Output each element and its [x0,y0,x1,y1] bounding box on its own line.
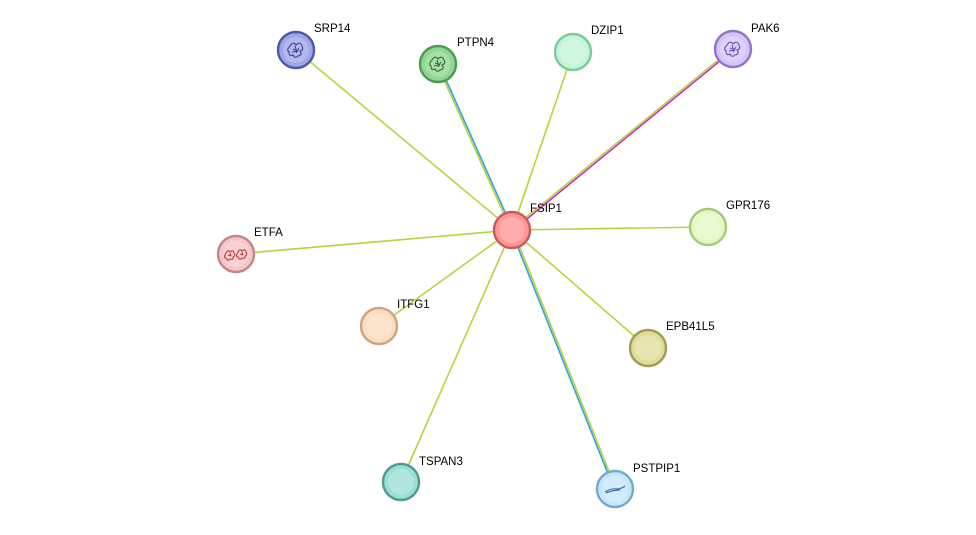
edge-fsip1-srp14[interactable] [295,49,513,231]
edge-fsip1-pak6[interactable] [510,47,735,232]
edge-evidence-line [235,229,513,255]
node-circle[interactable] [492,210,532,250]
edge-fsip1-epb41l5[interactable] [511,229,649,349]
node-fsip1[interactable]: FSIP1 [492,203,562,250]
node-circle[interactable] [628,328,668,368]
edge-evidence-line [512,49,735,232]
node-highlight [499,217,525,243]
node-highlight [560,39,586,65]
node-epb41l5[interactable]: EPB41L5 [628,321,715,368]
edge-evidence-line [511,226,709,231]
node-label: GPR176 [726,200,770,212]
node-label: ETFA [254,227,283,239]
node-pstpip1[interactable]: PSTPIP1 [595,463,680,509]
edge-evidence-line [438,63,514,230]
node-tspan3[interactable]: TSPAN3 [381,456,463,502]
edge-evidence-line [378,229,513,327]
node-label: PAK6 [751,23,780,35]
node-label: PTPN4 [457,37,495,49]
node-circle[interactable] [216,234,256,274]
edge-evidence-line [400,229,513,483]
node-etfa[interactable]: ETFA [216,227,283,274]
node-highlight [366,313,392,339]
helix-icon [604,485,626,494]
edge-fsip1-ptpn4[interactable] [436,63,514,231]
edge-evidence-line [510,230,615,490]
node-circle[interactable] [688,207,728,247]
node-label: DZIP1 [591,25,624,37]
node-highlight [223,241,249,267]
edges-layer [235,47,735,490]
edge-evidence-line [510,47,733,230]
edge-fsip1-etfa[interactable] [235,229,513,255]
node-label: TSPAN3 [419,456,463,468]
edge-evidence-line [512,229,617,489]
edge-evidence-line [511,51,574,231]
node-pak6[interactable]: PAK6 [713,23,780,69]
node-label: EPB41L5 [666,321,715,333]
edge-fsip1-gpr176[interactable] [511,226,709,231]
node-circle[interactable] [381,462,421,502]
protein-structure-icon [223,249,248,261]
node-gpr176[interactable]: GPR176 [688,200,770,247]
protein-structure-icon [724,41,741,57]
edge-evidence-line [295,49,513,231]
edge-evidence-line [436,64,512,231]
protein-structure-icon [429,56,446,72]
node-label: ITFG1 [397,299,430,311]
node-label: PSTPIP1 [633,463,680,475]
edge-fsip1-tspan3[interactable] [400,229,513,483]
node-highlight [635,335,661,361]
node-highlight [695,214,721,240]
node-ptpn4[interactable]: PTPN4 [418,37,495,84]
edge-fsip1-dzip1[interactable] [511,51,574,231]
node-label: SRP14 [314,23,351,35]
node-highlight [388,469,414,495]
edge-evidence-line [511,229,649,349]
node-circle[interactable] [553,32,593,72]
node-label: FSIP1 [530,203,562,215]
edge-fsip1-pstpip1[interactable] [510,229,617,490]
edge-fsip1-itfg1[interactable] [378,229,513,327]
node-srp14[interactable]: SRP14 [276,23,351,70]
node-circle[interactable] [359,306,399,346]
node-dzip1[interactable]: DZIP1 [553,25,624,72]
protein-structure-icon [287,42,304,58]
node-itfg1[interactable]: ITFG1 [359,299,430,346]
